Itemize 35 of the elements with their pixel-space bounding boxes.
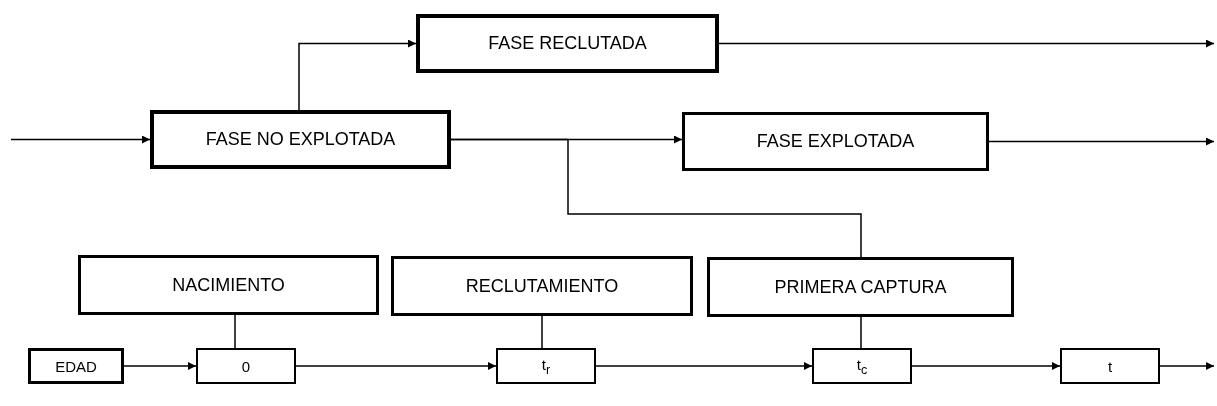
- process-box: [391, 256, 693, 316]
- process-box: [812, 348, 912, 384]
- connector-line: [541, 315, 543, 349]
- arrow: [295, 362, 497, 370]
- connector-line: [234, 314, 236, 349]
- process-box: [416, 14, 719, 73]
- process-box: [28, 348, 124, 384]
- connector-line: [450, 138, 862, 258]
- arrow: [988, 137, 1215, 146]
- process-box: [1060, 348, 1160, 384]
- box-label: t$_{r}$: [541, 355, 551, 377]
- box-label: FASE RECLUTADA: [488, 33, 647, 54]
- process-box: [78, 255, 379, 315]
- box-label: 0: [241, 357, 251, 375]
- process-box: [707, 257, 1014, 317]
- arrow: [298, 39, 417, 111]
- connector-line: [860, 316, 862, 349]
- arrow: [1159, 362, 1215, 370]
- arrow: [10, 135, 151, 144]
- process-box: [496, 348, 596, 384]
- box-label: t$_{c}$: [856, 355, 868, 377]
- arrow: [911, 362, 1061, 370]
- box-label: t: [1107, 357, 1113, 375]
- box-label: FASE EXPLOTADA: [756, 131, 915, 152]
- process-box: [682, 112, 989, 171]
- process-box: [196, 348, 296, 384]
- box-label: EDAD: [55, 357, 97, 375]
- box-label: NACIMIENTO: [172, 274, 285, 296]
- box-label: RECLUTAMIENTO: [465, 275, 619, 297]
- arrow: [123, 362, 197, 370]
- arrow: [595, 362, 813, 370]
- arrow: [718, 39, 1215, 48]
- box-label: PRIMERA CAPTURA: [774, 276, 947, 298]
- box-label: FASE NO EXPLOTADA: [205, 129, 396, 150]
- process-box: [150, 110, 451, 169]
